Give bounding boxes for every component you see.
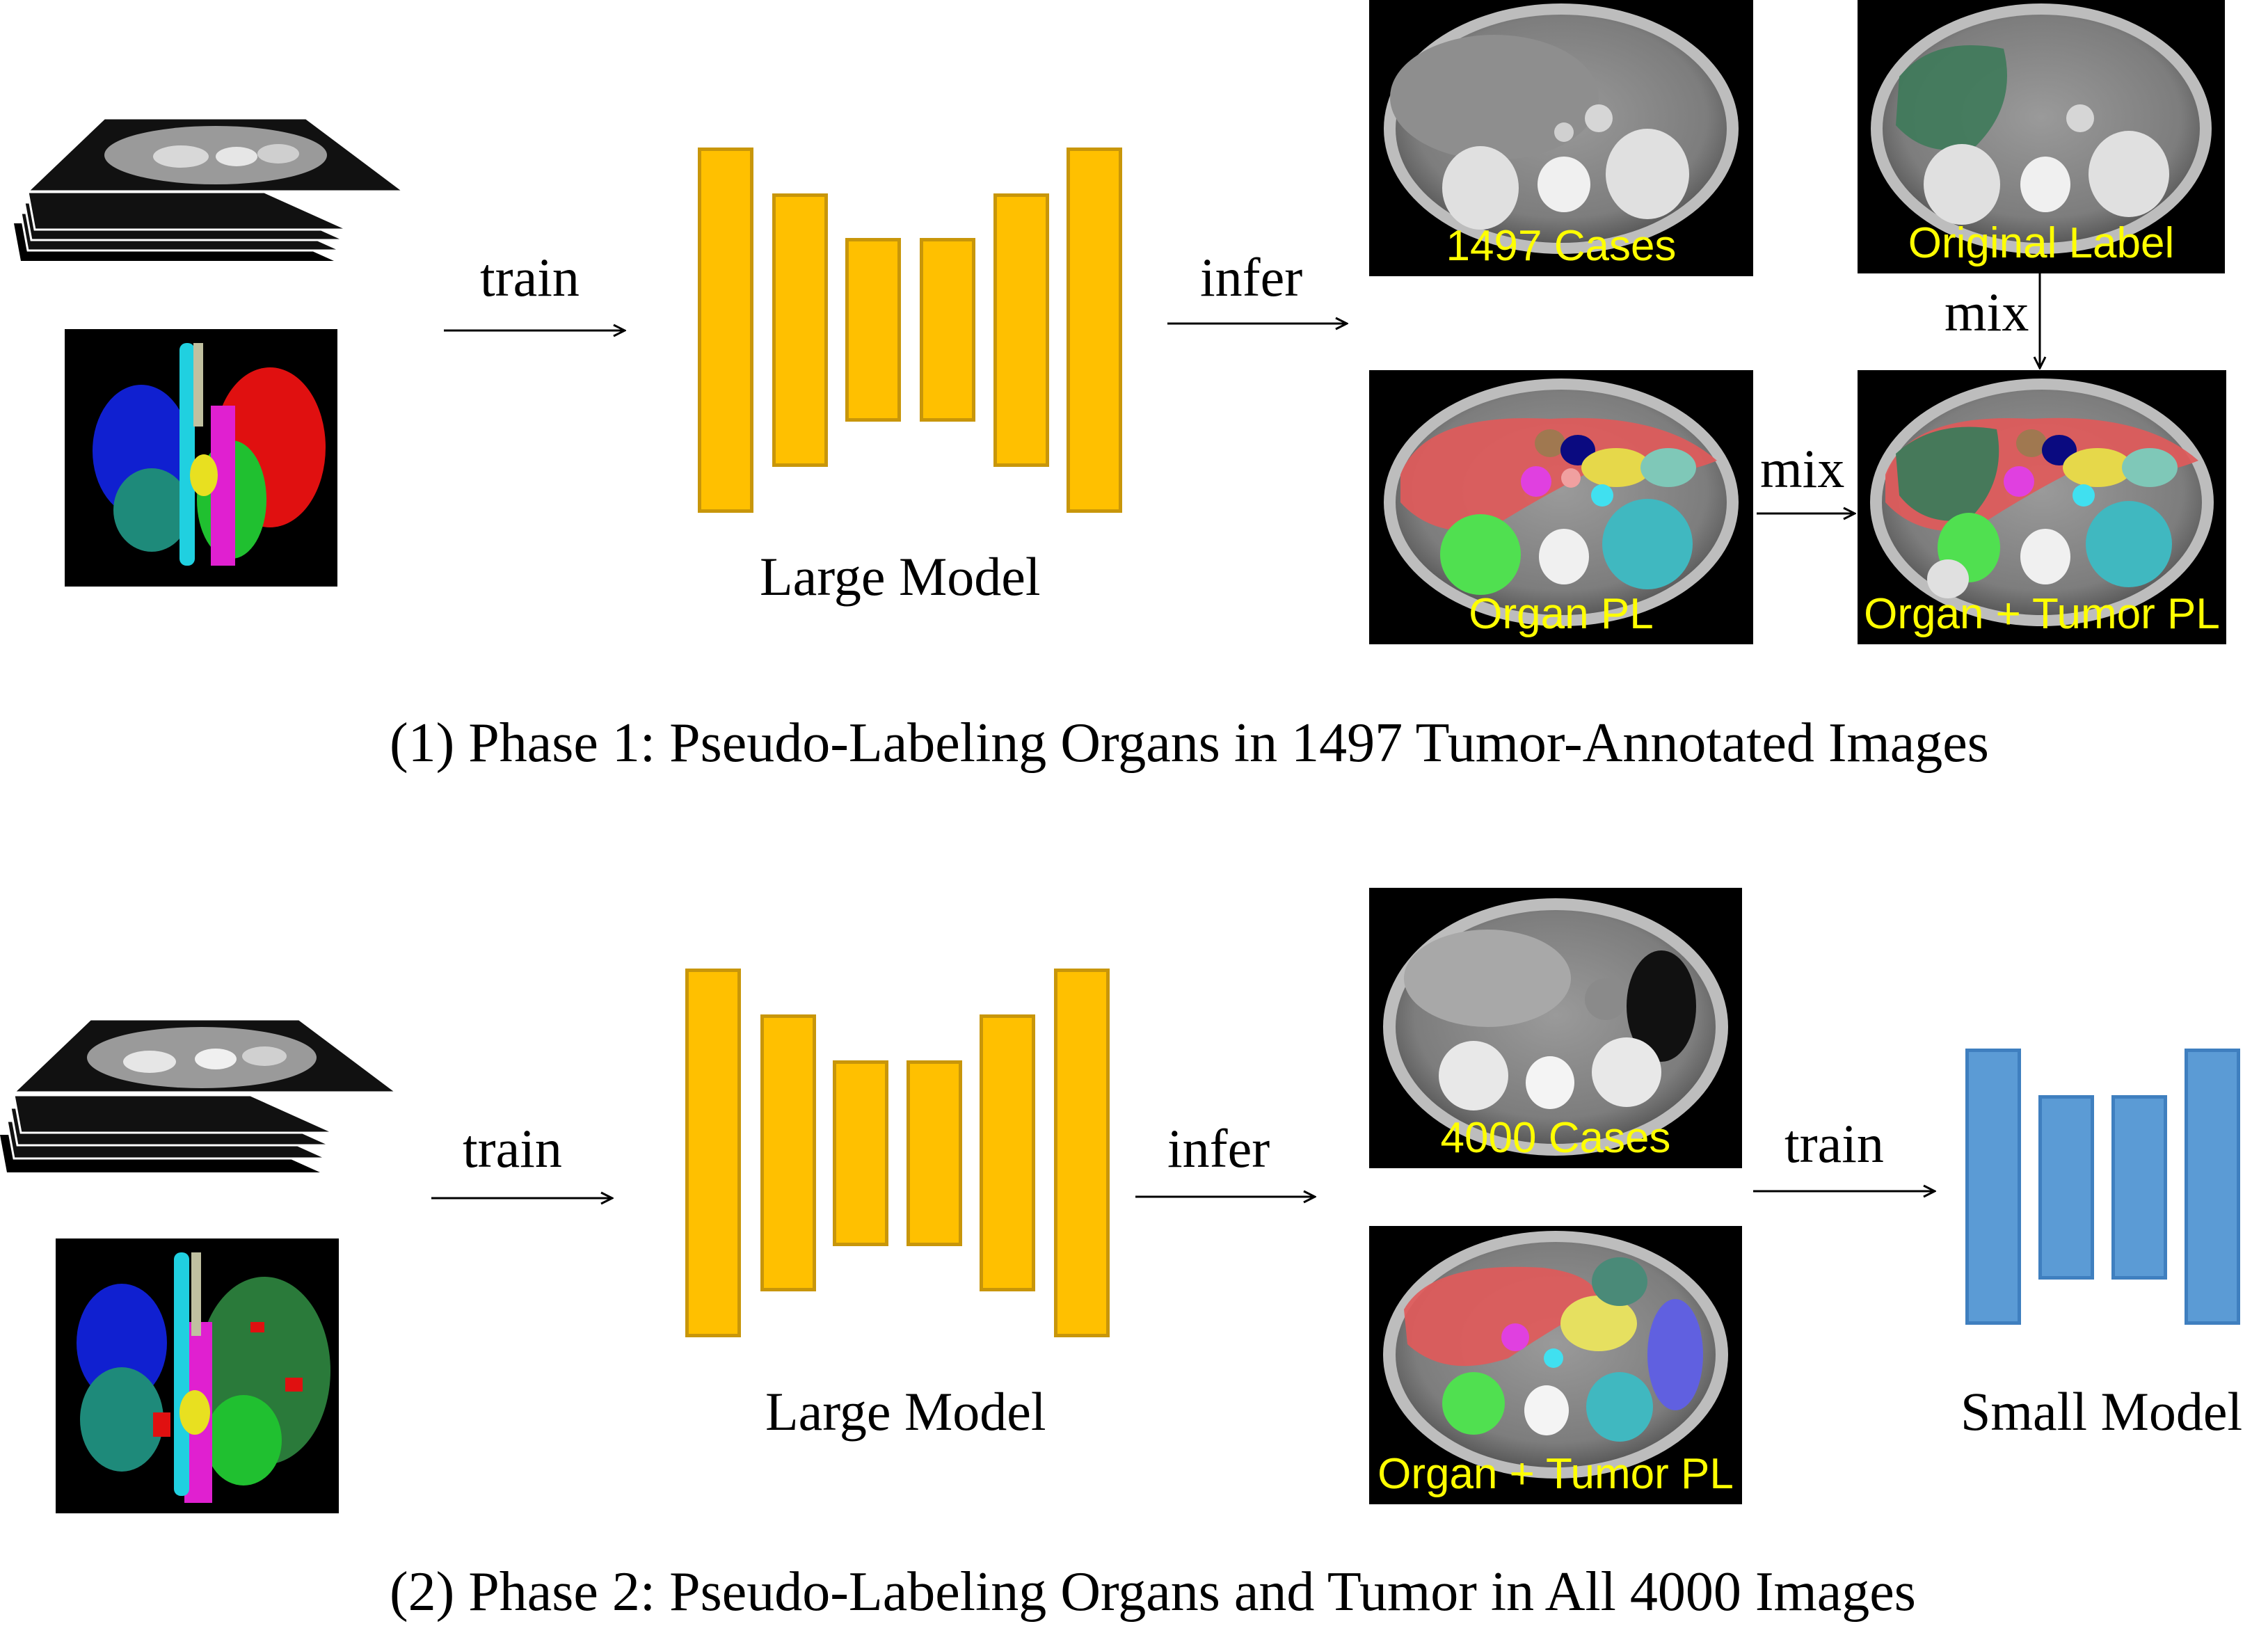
infer-label: infer (1200, 247, 1303, 308)
ct-label-organ-tumor-pl: Organ + Tumor PL (1377, 1450, 1734, 1498)
encoder-bar-1 (685, 969, 741, 1337)
decoder-bar-2 (1054, 969, 1110, 1337)
mix-vertical-arrow (2033, 273, 2047, 371)
ct-label-cases: 4000 Cases (1440, 1114, 1671, 1162)
encoder-bar-2 (760, 1014, 816, 1291)
3d-organ-render (56, 1238, 339, 1513)
small-bottleneck-bar-1 (2038, 1095, 2094, 1280)
small-decoder-bar (2185, 1049, 2240, 1325)
ct-image-organ-tumor-pl: Organ + Tumor PL (1858, 370, 2226, 644)
ct-label-cases: 1497 Cases (1446, 222, 1677, 270)
mix-horizontal-label: mix (1760, 438, 1845, 499)
decoder-bar-1 (980, 1014, 1035, 1291)
train-label: train (480, 247, 580, 308)
train-small-label: train (1784, 1113, 1884, 1174)
bottleneck-bar-2 (907, 1060, 962, 1246)
3d-organ-render (65, 329, 337, 587)
bottleneck-bar-1 (833, 1060, 888, 1246)
encoder-bar-2 (772, 193, 828, 467)
ct-label-organ-tumor-pl: Organ + Tumor PL (1864, 590, 2220, 638)
decoder-bar-2 (1067, 148, 1122, 513)
ct-label-organ-pl: Organ PL (1469, 590, 1654, 638)
decoder-bar-1 (993, 193, 1049, 467)
phase1-caption: (1) Phase 1: Pseudo-Labeling Organs in 1… (390, 712, 1989, 774)
ct-label-original: Original Label (1908, 219, 2175, 267)
train-arrow (444, 324, 628, 337)
ct-image-cases: 4000 Cases (1369, 888, 1742, 1168)
train-small-arrow (1753, 1184, 1938, 1198)
train-arrow (431, 1191, 616, 1205)
small-model-label: Small Model (1960, 1381, 2243, 1442)
train-label: train (463, 1118, 562, 1179)
bottleneck-bar-2 (920, 238, 975, 422)
model-label: Large Model (765, 1381, 1046, 1442)
mix-vertical-label: mix (1944, 282, 2029, 342)
ct-stack-icon (14, 115, 417, 275)
phase2-caption: (2) Phase 2: Pseudo-Labeling Organs and … (390, 1561, 1916, 1623)
model-label: Large Model (760, 546, 1041, 607)
ct-image-original-label: Original Label (1858, 0, 2225, 273)
infer-arrow (1135, 1190, 1318, 1204)
ct-stack-icon (0, 1016, 404, 1176)
ct-image-organ-tumor-pl: Organ + Tumor PL (1369, 1226, 1742, 1504)
small-encoder-bar (1965, 1049, 2021, 1325)
infer-arrow (1167, 317, 1350, 330)
small-bottleneck-bar-2 (2111, 1095, 2167, 1280)
bottleneck-bar-1 (845, 238, 901, 422)
encoder-bar-1 (698, 148, 753, 513)
ct-image-organ-pl: Organ PL (1369, 370, 1753, 644)
ct-image-cases: 1497 Cases (1369, 0, 1753, 276)
infer-label: infer (1167, 1118, 1270, 1179)
mix-horizontal-arrow (1757, 507, 1858, 520)
